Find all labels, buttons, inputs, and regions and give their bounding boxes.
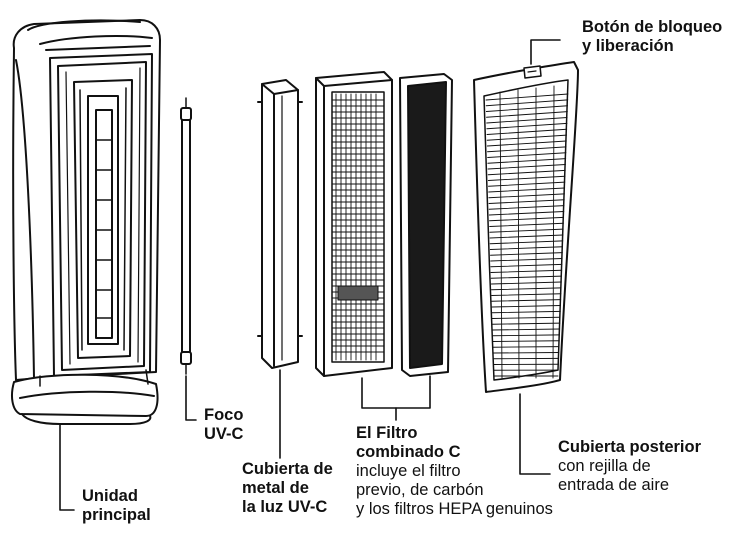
label-metal-cover-line1: Cubierta de bbox=[242, 460, 333, 478]
label-uvc-bulb-line1: Foco bbox=[204, 406, 244, 424]
rear-cover-illustration bbox=[473, 61, 579, 393]
label-rear-cover-line3: entrada de aire bbox=[558, 476, 669, 494]
metal-cover-illustration bbox=[257, 79, 303, 369]
label-lock-button-line2: y liberación bbox=[582, 37, 674, 55]
label-metal-cover-line2: metal de bbox=[242, 479, 309, 497]
label-rear-cover-line1: Cubierta posterior bbox=[558, 438, 702, 456]
hepa-filter-illustration bbox=[315, 71, 393, 377]
label-lock-button: Botón de bloqueo y liberación bbox=[582, 18, 722, 56]
label-uvc-bulb-line2: UV-C bbox=[204, 425, 244, 443]
label-rear-cover: Cubierta posterior con rejilla de entrad… bbox=[558, 438, 701, 495]
label-filter: El Filtro combinado C incluye el filtro … bbox=[356, 424, 553, 519]
label-metal-cover: Cubierta de metal de la luz UV-C bbox=[242, 460, 333, 517]
label-filter-line3: incluye el filtro bbox=[356, 462, 461, 480]
label-filter-line2: combinado C bbox=[356, 443, 461, 461]
uvc-bulb-illustration bbox=[180, 97, 192, 375]
label-metal-cover-line3: la luz UV-C bbox=[242, 498, 328, 516]
main-unit-illustration bbox=[11, 19, 161, 425]
label-filter-line5: y los filtros HEPA genuinos bbox=[356, 500, 553, 518]
label-rear-cover-line2: con rejilla de bbox=[558, 457, 651, 475]
label-filter-line1: El Filtro bbox=[356, 424, 418, 442]
label-lock-button-line1: Botón de bloqueo bbox=[582, 18, 723, 36]
label-main-unit-line1: Unidad bbox=[82, 487, 138, 505]
leader-lines bbox=[59, 39, 561, 511]
label-filter-line4: previo, de carbón bbox=[356, 481, 484, 499]
label-main-unit: Unidad principal bbox=[82, 487, 151, 525]
label-main-unit-line2: principal bbox=[82, 506, 151, 524]
label-uvc-bulb: Foco UV-C bbox=[204, 406, 243, 444]
carbon-filter-illustration bbox=[399, 73, 453, 377]
